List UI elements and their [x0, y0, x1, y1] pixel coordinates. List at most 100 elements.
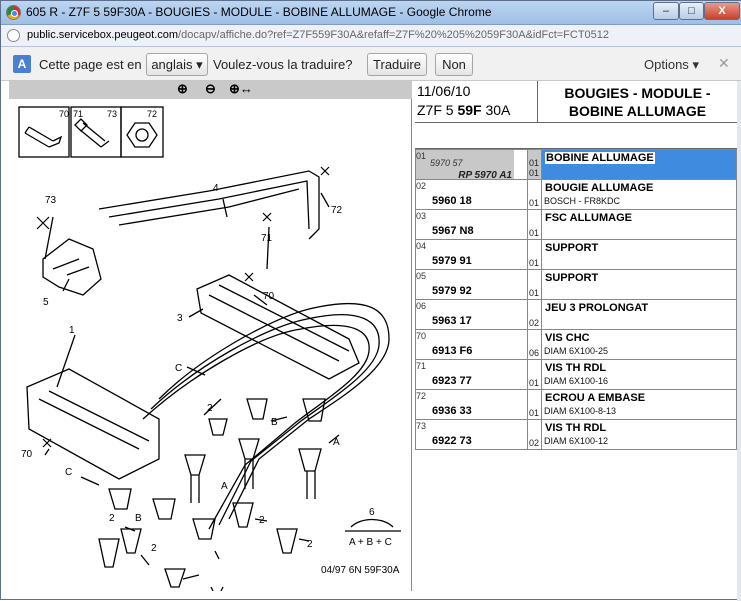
qty-cell: 01	[527, 359, 542, 390]
row-index-cell: 04 5979 91	[415, 239, 528, 270]
qty: 01	[529, 258, 540, 268]
qty-cell: 02	[527, 419, 542, 450]
bolt-73-icon	[74, 118, 110, 148]
description-cell: ECROU A EMBASE DIAM 6X100-8-13	[541, 389, 737, 420]
callout-b: B	[271, 417, 278, 428]
description-cell: SUPPORT	[541, 239, 737, 270]
part-name: VIS CHC	[545, 332, 590, 344]
part-code[interactable]: 5967 N8	[432, 225, 474, 237]
address-bar[interactable]: public.servicebox.peugeot.com/docapv/aff…	[1, 25, 741, 47]
part-name: BOUGIE ALLUMAGE	[545, 182, 654, 194]
part-name: SUPPORT	[545, 272, 599, 284]
url-text[interactable]: public.servicebox.peugeot.com/docapv/aff…	[27, 29, 609, 41]
part-name: VIS TH RDL	[545, 362, 607, 374]
callout-cb: C	[65, 467, 72, 478]
pan-icon[interactable]: ⊕↔	[229, 81, 253, 96]
description-cell: FSC ALLUMAGE	[541, 209, 737, 240]
qty-cell: 01	[527, 239, 542, 270]
callout-71: 71	[261, 233, 273, 244]
part-code[interactable]: 6923 77	[432, 375, 472, 387]
diagram-pane: ⊕ ⊖ ⊕↔	[9, 81, 412, 592]
title-line-1: BOUGIES - MODULE -	[564, 85, 711, 101]
part-detail: DIAM 6X100-25	[544, 346, 609, 356]
no-button[interactable]: Non	[435, 53, 473, 76]
part-code[interactable]: 5979 91	[432, 255, 472, 267]
qty: 01	[529, 228, 540, 238]
callout-70b: 70	[21, 449, 33, 460]
qty: 01	[529, 288, 540, 298]
table-row[interactable]: 05 5979 92 01 SUPPORT	[415, 269, 737, 300]
kit-formula: A + B + C	[349, 537, 392, 548]
table-row[interactable]: 03 5967 N8 01 FSC ALLUMAGE	[415, 209, 737, 240]
zoom-in-icon[interactable]: ⊕	[177, 81, 188, 96]
part-name: VIS TH RDL	[545, 422, 607, 434]
row-index: 70	[416, 331, 427, 341]
part-code[interactable]: 5960 18	[432, 195, 472, 207]
options-menu[interactable]: Options ▾	[644, 57, 699, 73]
diagram-footer-code: 04/97 6N 59F30A	[321, 565, 400, 576]
row-index: 03	[416, 211, 427, 221]
qty-cell: 01	[527, 209, 542, 240]
qty: 02	[529, 318, 540, 328]
callout-72: 72	[331, 205, 343, 216]
callout-3: 3	[177, 313, 183, 324]
callout-2c: 2	[109, 513, 115, 524]
part-code[interactable]: 5979 92	[432, 285, 472, 297]
part-detail: DIAM 6X100-8-13	[544, 406, 617, 416]
coil-pack-1	[26, 368, 160, 480]
part-name: JEU 3 PROLONGAT	[545, 302, 649, 314]
boot-c	[208, 418, 228, 436]
boot-b	[246, 398, 268, 420]
detail-box-70	[18, 106, 70, 158]
qty: 01	[529, 198, 540, 208]
zoom-out-icon[interactable]: ⊖	[205, 81, 216, 96]
part-code[interactable]: 6913 F6	[432, 345, 473, 357]
qty: 06	[529, 348, 540, 358]
description-cell: BOBINE ALLUMAGE	[541, 149, 737, 180]
translate-close-icon[interactable]: ✕	[718, 55, 730, 71]
qty-cell: 01	[527, 389, 542, 420]
translate-button[interactable]: Traduire	[367, 53, 427, 76]
vehicle-ref: Z7F 5 59F 30A	[417, 102, 510, 118]
minimize-button[interactable]: –	[653, 2, 679, 20]
callout-73: 73	[45, 195, 57, 206]
callout-2e: 2	[307, 539, 313, 550]
cross-marker	[36, 216, 50, 230]
callout-4: 4	[213, 183, 219, 194]
part-code[interactable]: 5963 17	[432, 315, 472, 327]
close-button[interactable]: X	[704, 2, 740, 20]
table-row[interactable]: 70 6913 F6 06 VIS CHC DIAM 6X100-25	[415, 329, 737, 360]
ht-lead-1	[158, 302, 390, 520]
part-name: FSC ALLUMAGE	[545, 212, 632, 224]
page-content: ⊕ ⊖ ⊕↔	[1, 81, 741, 601]
row-index: 05	[416, 271, 427, 281]
description-cell: VIS CHC DIAM 6X100-25	[541, 329, 737, 360]
callout-bb: B	[135, 513, 142, 524]
language-select[interactable]: anglais ▾	[146, 53, 208, 76]
translate-question: Voulez-vous la traduire?	[213, 57, 353, 72]
parts-header: 11/06/10 Z7F 5 59F 30A BOUGIES - MODULE …	[415, 81, 737, 123]
part-code[interactable]: 6922 73	[432, 435, 472, 447]
row-index: 04	[416, 241, 427, 251]
parts-diagram[interactable]: 73 5 4 71 72 3 70 C 1 2 B A 70 C	[9, 99, 412, 592]
part-code[interactable]: 6936 33	[432, 405, 472, 417]
maximize-button[interactable]: □	[679, 2, 704, 20]
row-index: 02	[416, 181, 427, 191]
row-index-cell: 02 5960 18	[415, 179, 528, 210]
chrome-icon	[6, 5, 21, 20]
detail-label-72: 72	[147, 109, 157, 119]
detail-label-71: 71	[73, 109, 83, 119]
page-title: BOUGIES - MODULE - BOBINE ALLUMAGE	[538, 84, 737, 120]
part-name: ECROU A EMBASE	[545, 392, 646, 404]
row-index-cell: 05 5979 92	[415, 269, 528, 300]
